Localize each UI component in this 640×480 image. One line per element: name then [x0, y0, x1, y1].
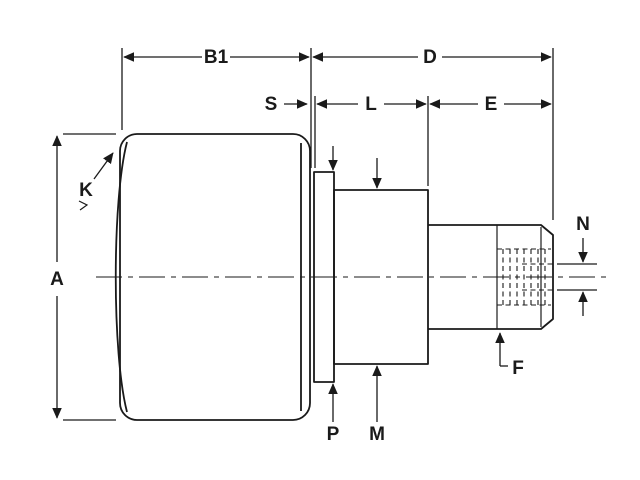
label-b1: B1 — [204, 47, 229, 68]
k-leader-line — [93, 152, 114, 180]
k-leader-tail — [78, 200, 89, 211]
label-m: M — [369, 424, 385, 445]
dimension-k: K — [78, 152, 114, 211]
dimension-s: S — [265, 94, 308, 115]
label-l: L — [365, 94, 377, 115]
dimension-e: E — [429, 94, 552, 115]
label-a: A — [50, 269, 64, 290]
dimension-l: L — [314, 94, 429, 186]
dimension-d: D — [312, 47, 554, 220]
hex-socket-hidden-lines — [522, 263, 553, 291]
label-k: K — [79, 180, 93, 201]
label-n: N — [576, 214, 590, 235]
label-e: E — [485, 94, 498, 115]
dimension-a: A — [50, 133, 116, 421]
dimension-n: N — [557, 214, 597, 316]
label-s: S — [265, 94, 278, 115]
dimension-p: P — [327, 146, 340, 445]
label-d: D — [423, 47, 437, 68]
dimension-f: F — [495, 332, 524, 379]
label-f: F — [512, 358, 524, 379]
dimension-m: M — [369, 158, 385, 445]
stud-outline — [428, 224, 554, 330]
dimension-b1: B1 — [121, 47, 312, 168]
label-p: P — [327, 424, 340, 445]
